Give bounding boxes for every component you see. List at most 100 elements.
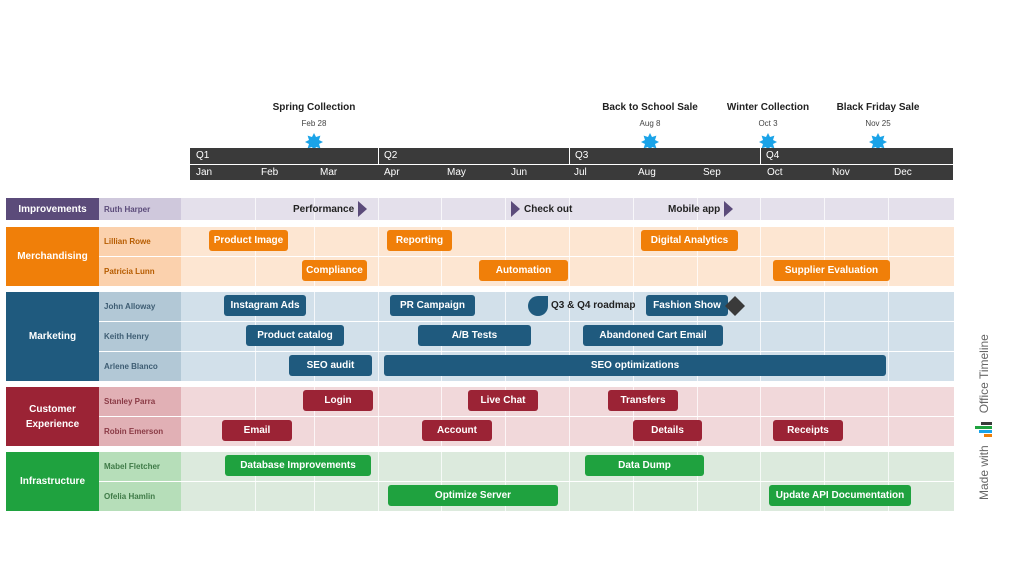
month-label: Oct <box>767 167 783 178</box>
row-label: Lillian Rowe <box>99 227 181 256</box>
quarter-divider <box>569 148 570 164</box>
task-bar[interactable]: Abandoned Cart Email <box>583 325 723 346</box>
task-bar[interactable]: Receipts <box>773 420 843 441</box>
task-bar[interactable]: Login <box>303 390 373 411</box>
quarter-divider <box>760 148 761 164</box>
row-label: Patricia Lunn <box>99 257 181 286</box>
month-gridline <box>888 196 889 512</box>
milestone-star-icon[interactable] <box>305 133 323 151</box>
row-label: Ofelia Hamlin <box>99 482 181 511</box>
row-divider <box>99 416 954 417</box>
task-bar[interactable]: Transfers <box>608 390 678 411</box>
task-bar[interactable]: Product Image <box>209 230 288 251</box>
row-divider <box>99 351 954 352</box>
group-label-marketing: Marketing <box>6 292 99 381</box>
row-divider <box>99 256 954 257</box>
month-gridline <box>633 196 634 512</box>
chevron-right-icon <box>511 201 520 217</box>
marker-label: Check out <box>524 203 573 215</box>
month-label: Jan <box>196 167 213 178</box>
task-bar[interactable]: Digital Analytics <box>641 230 738 251</box>
quarter-label: Q1 <box>196 150 210 161</box>
task-bar[interactable]: Update API Documentation <box>769 485 911 506</box>
task-bar[interactable]: Live Chat <box>468 390 538 411</box>
group-label-infrastructure: Infrastructure <box>6 452 99 511</box>
row-label: John Alloway <box>99 292 181 321</box>
task-bar[interactable]: Product catalog <box>246 325 344 346</box>
task-bar[interactable]: SEO audit <box>289 355 372 376</box>
quarter-scale <box>190 148 953 164</box>
month-scale <box>190 165 953 180</box>
month-label: Jul <box>574 167 587 178</box>
row-label: Stanley Parra <box>99 387 181 416</box>
improvement-marker[interactable]: Performance <box>293 201 368 217</box>
month-gridline <box>441 196 442 512</box>
task-bar[interactable]: Account <box>422 420 492 441</box>
month-gridline <box>378 196 379 512</box>
quarter-label: Q2 <box>384 150 398 161</box>
row-label: Arlene Blanco <box>99 352 181 381</box>
task-bar[interactable]: Compliance <box>302 260 367 281</box>
month-label: Feb <box>261 167 279 178</box>
task-bar[interactable]: Instagram Ads <box>224 295 306 316</box>
task-bar[interactable]: Reporting <box>387 230 452 251</box>
task-bar[interactable]: Database Improvements <box>225 455 371 476</box>
month-label: Apr <box>384 167 400 178</box>
quarter-label: Q4 <box>766 150 780 161</box>
month-gridline <box>760 196 761 512</box>
task-bar[interactable]: Supplier Evaluation <box>773 260 890 281</box>
marker-label: Performance <box>293 203 355 215</box>
task-bar[interactable]: Fashion Show <box>646 295 728 316</box>
month-gridline <box>314 196 315 512</box>
task-bar[interactable]: Optimize Server <box>388 485 558 506</box>
month-label: Aug <box>638 167 656 178</box>
task-bar[interactable]: Details <box>633 420 702 441</box>
month-label: Sep <box>703 167 721 178</box>
task-bar[interactable]: Automation <box>479 260 568 281</box>
group-label-customer-experience: Customer Experience <box>6 387 99 446</box>
office-timeline-logo-icon <box>975 422 992 438</box>
task-bar[interactable]: SEO optimizations <box>384 355 886 376</box>
chevron-right-icon <box>724 201 734 217</box>
month-gridline <box>824 196 825 512</box>
branding-name: Office Timeline <box>977 334 991 414</box>
month-gridline <box>697 196 698 512</box>
milestone-star-icon[interactable] <box>869 133 887 151</box>
task-bar[interactable]: PR Campaign <box>390 295 475 316</box>
month-gridline <box>569 196 570 512</box>
milestone-date: Aug 8 <box>639 119 661 128</box>
group-label-improvements: Improvements <box>6 198 99 220</box>
chevron-right-icon <box>358 201 368 217</box>
diamond-milestone-icon[interactable] <box>725 296 745 316</box>
improvement-marker[interactable]: Mobile app <box>668 201 734 217</box>
branding: Made with Office Timeline <box>975 334 993 500</box>
roadmap-milestone-icon[interactable] <box>528 296 548 316</box>
month-gridline <box>255 196 256 512</box>
milestone-star-icon[interactable] <box>641 133 659 151</box>
month-label: Dec <box>894 167 912 178</box>
task-bar[interactable]: Email <box>222 420 292 441</box>
roadmap-label: Q3 & Q4 roadmap <box>551 300 636 311</box>
month-label: May <box>447 167 466 178</box>
row-label: Ruth Harper <box>99 198 181 220</box>
month-label: Nov <box>832 167 850 178</box>
row-label: Robin Emerson <box>99 417 181 446</box>
row-label: Mabel Fletcher <box>99 452 181 481</box>
milestone-title: Spring Collection <box>272 102 356 113</box>
row-divider <box>99 321 954 322</box>
branding-prefix: Made with <box>977 445 991 500</box>
improvement-marker[interactable]: Check out <box>511 201 572 217</box>
milestone-title: Back to School Sale <box>602 102 698 113</box>
milestone-date: Nov 25 <box>865 119 891 128</box>
month-gridline <box>505 196 506 512</box>
task-bar[interactable]: A/B Tests <box>418 325 531 346</box>
month-label: Mar <box>320 167 338 178</box>
milestone-date: Oct 3 <box>758 119 778 128</box>
task-bar[interactable]: Data Dump <box>585 455 704 476</box>
milestone-date: Feb 28 <box>301 119 327 128</box>
row-label: Keith Henry <box>99 322 181 351</box>
quarter-label: Q3 <box>575 150 589 161</box>
milestone-title: Black Friday Sale <box>836 102 920 113</box>
milestone-star-icon[interactable] <box>759 133 777 151</box>
month-label: Jun <box>511 167 528 178</box>
